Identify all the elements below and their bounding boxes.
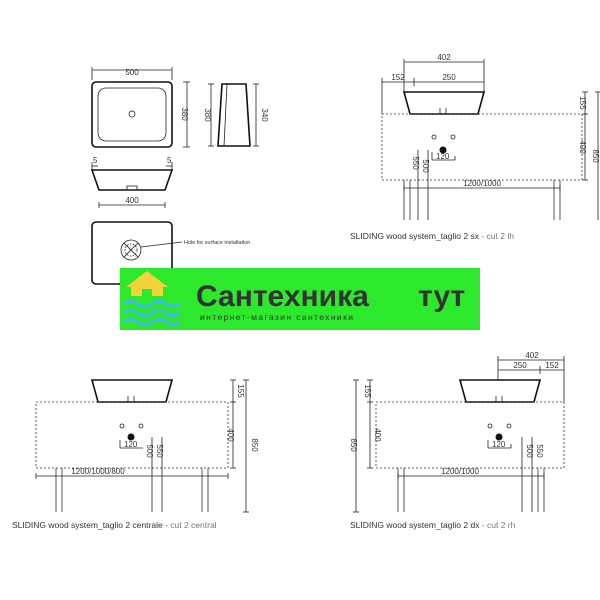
central-basin-height-label: 155 (236, 384, 245, 398)
watermark-accent: тут (418, 280, 465, 313)
front-base-width-label: 400 (125, 196, 139, 205)
lh-basin-width-label: 402 (437, 53, 451, 62)
hole-note-label: Hole for surface installation (184, 240, 250, 246)
lh-cabinet-width-label: 1200/1000 (463, 179, 501, 188)
rh-offset-b-label: 152 (545, 361, 559, 370)
rh-cabinet-height-label: 400 (373, 428, 382, 442)
panel-cut-lh: 402 152 250 120 550 500 1200/1000 155 40… (350, 53, 600, 241)
plan-width-label: 500 (125, 68, 139, 77)
watermark-logo: Сантехника тут интернет-магазин сантехни… (120, 268, 480, 330)
central-hole-offset-label: 120 (124, 440, 138, 449)
side-depth-right-label: 340 (260, 108, 269, 122)
rh-cabinet-width-label: 1200/1000 (441, 467, 479, 476)
central-cabinet-width-label: 1200/1000/800 (71, 467, 125, 476)
lh-hole-offset-label: 120 (436, 152, 450, 161)
central-cabinet-height-label: 400 (226, 428, 235, 442)
rh-height-500-label: 500 (525, 444, 534, 458)
lh-offset-b-label: 250 (442, 73, 456, 82)
lh-cabinet-height-label: 400 (578, 140, 587, 154)
front-edge-right-label: 5 (167, 156, 172, 165)
rh-offset-a-label: 250 (513, 361, 527, 370)
lh-total-height-label: 850 (591, 149, 600, 163)
side-depth-left-label: 380 (203, 108, 212, 122)
rh-basin-height-label: 155 (363, 384, 372, 398)
rh-hole-offset-label: 120 (492, 440, 506, 449)
central-caption: SLIDING wood system_taglio 2 centrale - … (12, 520, 217, 530)
lh-basin-height-label: 155 (578, 96, 587, 110)
plan-depth-label: 380 (180, 107, 189, 121)
rh-total-height-label: 850 (349, 438, 358, 452)
lh-offset-a-label: 152 (391, 73, 405, 82)
central-total-height-label: 850 (250, 438, 259, 452)
basin-side-view: 380 340 (203, 83, 269, 147)
rh-caption: SLIDING wood system_taglio 2 dx - cut 2 … (350, 520, 516, 530)
watermark-title: Сантехника (196, 280, 369, 313)
rh-basin-width-label: 402 (525, 351, 539, 360)
lh-height-550-label: 550 (411, 156, 420, 170)
panel-cut-rh: 402 250 152 120 500 550 1200/1000 155 40… (349, 351, 565, 530)
watermark-subtitle: интернет-магазин сантехники (200, 312, 354, 322)
front-edge-left-label: 5 (93, 156, 98, 165)
panel-cut-central: 120 500 550 1200/1000/800 155 400 850 SL… (12, 379, 259, 530)
lh-height-500-label: 500 (421, 159, 430, 173)
rh-height-550-label: 550 (535, 444, 544, 458)
basin-plan-view: 500 380 (91, 67, 190, 148)
central-height-500-label: 500 (145, 444, 154, 458)
central-height-550-label: 550 (155, 444, 164, 458)
lh-caption: SLIDING wood system_taglio 2 sx - cut 2 … (350, 231, 514, 241)
basin-front-view: 5 5 400 (90, 156, 174, 208)
house-wave-icon (123, 271, 181, 326)
